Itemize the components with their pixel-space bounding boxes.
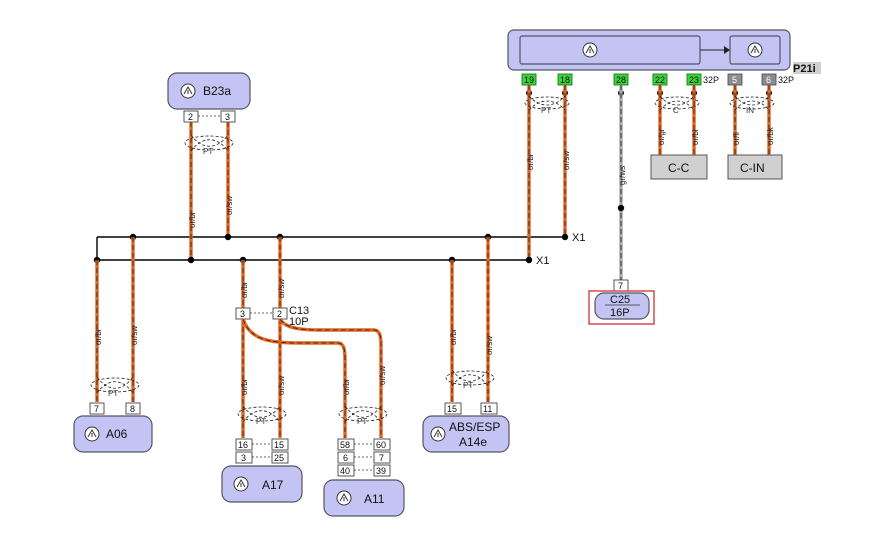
pin-label: 15 — [274, 440, 284, 450]
pin-label: 58 — [340, 440, 350, 450]
pin-label: 22 — [655, 75, 665, 85]
c25-pins: 16P — [610, 307, 630, 319]
a11-label: A11 — [364, 492, 385, 506]
arrow-right-icon — [700, 46, 730, 54]
ecu-symbol-icon — [180, 83, 196, 99]
wire-label: or/sw — [277, 279, 286, 298]
connector-c25[interactable]: C25 16P — [594, 292, 650, 320]
node-x1-upper: X1 — [572, 232, 585, 244]
wire-label: or/br — [449, 328, 458, 345]
pin-label: 25 — [274, 453, 284, 463]
p21i-label: P21i — [793, 63, 816, 75]
pin-label: 16 — [238, 440, 248, 450]
pin-label: 3 — [240, 309, 245, 319]
ecu-symbol-icon — [747, 42, 763, 58]
pin-count: 32P — [778, 75, 794, 85]
wire-label: or/br — [342, 378, 351, 395]
twist-label: C — [673, 106, 679, 115]
pin-label: 15 — [447, 404, 457, 414]
pin-label: 6 — [766, 75, 771, 85]
wire-label: or/sw — [130, 326, 139, 345]
wire-label: or/gr — [657, 128, 666, 145]
ecu-symbol-icon — [336, 490, 352, 506]
node-x1-lower: X1 — [536, 255, 549, 267]
wire-label: or/sw — [277, 376, 286, 395]
b23a-label: B23a — [203, 84, 231, 98]
pin-label: 2 — [277, 309, 282, 319]
wire-label: or/br — [94, 328, 103, 345]
wire-label: or/br — [526, 153, 535, 170]
twist-label: PT — [541, 106, 551, 115]
c25-highlight — [588, 290, 655, 325]
pin-label: 5 — [732, 75, 737, 85]
pin-label: 39 — [376, 466, 386, 476]
component-b23a[interactable]: B23a — [167, 72, 251, 110]
wire-label: or/bk — [766, 126, 775, 145]
c13-pins: 10P — [289, 316, 309, 328]
pin-label: 8 — [130, 404, 135, 414]
p21i-pins: 19 18 28 22 23 32P 5 6 32P — [521, 73, 794, 86]
a17-label: A17 — [262, 478, 284, 492]
ecu-symbol-icon — [430, 426, 446, 442]
a14e-label-line2: A14e — [459, 435, 487, 449]
wire-label: or/bl — [691, 129, 700, 145]
wire-label: or/br — [188, 211, 197, 228]
wire-label: gr/ws — [618, 166, 627, 185]
pin-label: 2 — [188, 112, 193, 122]
connector-c-c[interactable]: C-C — [650, 154, 708, 180]
connector-c-in[interactable]: C-IN — [727, 154, 783, 180]
wire-label: or/sw — [225, 196, 234, 215]
ecu-symbol-icon — [582, 42, 598, 58]
wire-label: or/li — [732, 132, 741, 145]
pin-label: 11 — [483, 404, 492, 414]
ecu-symbol-icon — [233, 476, 249, 492]
c-c-label: C-C — [668, 161, 690, 175]
twist-label: PT — [256, 417, 266, 426]
pin-label: 23 — [689, 75, 699, 85]
c25-label: C25 — [610, 294, 630, 306]
pin-label: 18 — [560, 75, 570, 85]
component-a14e[interactable]: ABS/ESP A14e — [422, 415, 510, 453]
pin-label: 7 — [94, 404, 99, 414]
wire-label: or/sw — [378, 366, 387, 385]
twist-label: PT — [357, 417, 367, 426]
twist-label: IN — [746, 106, 754, 115]
twist-label: PT — [463, 381, 473, 390]
wire-label: or/sw — [562, 151, 571, 170]
pin-count: 32P — [703, 75, 719, 85]
component-a06[interactable]: A06 — [73, 415, 153, 453]
pin-label: 7 — [379, 453, 384, 463]
pin-label: 40 — [340, 466, 350, 476]
c-in-label: C-IN — [740, 161, 765, 175]
component-a17[interactable]: A17 — [221, 465, 303, 503]
pin-label: 3 — [241, 453, 246, 463]
twist-label: PT — [108, 389, 118, 398]
ecu-symbol-icon — [84, 426, 100, 442]
a06-label: A06 — [106, 427, 128, 441]
pin-label: 60 — [376, 440, 386, 450]
wire-label: or/sw — [485, 336, 494, 355]
component-a11[interactable]: A11 — [323, 479, 405, 517]
pin-label: 28 — [616, 75, 626, 85]
wire-label: or/br — [240, 281, 249, 298]
pin-label: 3 — [225, 112, 230, 122]
ecu-p21i[interactable] — [507, 29, 791, 71]
pin-label: 19 — [524, 75, 534, 85]
c13-label: C13 — [289, 305, 309, 317]
wire-label: or/br — [240, 378, 249, 395]
pin-label: 7 — [618, 281, 623, 291]
a14e-label-line1: ABS/ESP — [449, 420, 500, 434]
pin-label: 6 — [343, 453, 348, 463]
twist-label: PT — [203, 147, 213, 156]
